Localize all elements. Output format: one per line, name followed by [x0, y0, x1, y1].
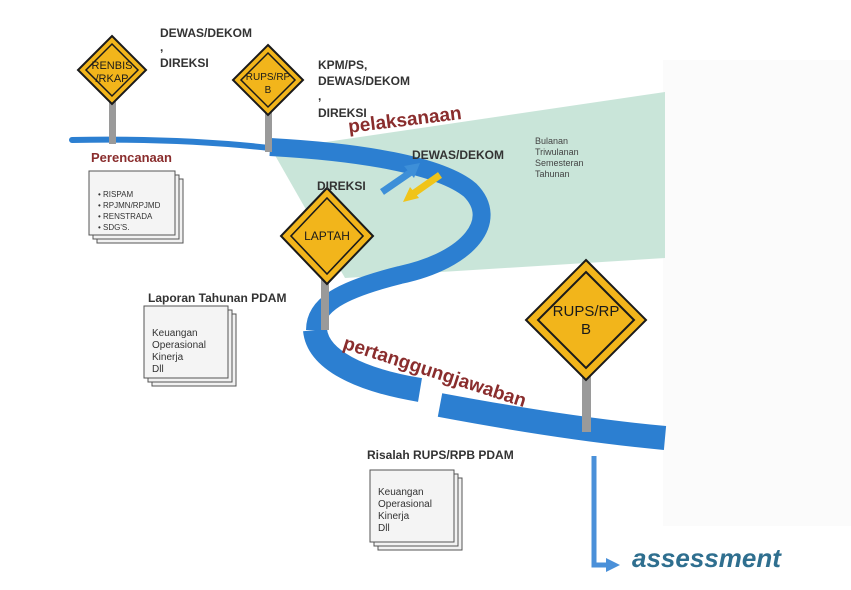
- doc-item: Operasional: [378, 499, 432, 510]
- rups-big-sign-text-1: RUPS/RP: [553, 303, 620, 320]
- river-end: [437, 393, 667, 450]
- laporan-doc-items: Keuangan Operasional Kinerja Dll: [152, 328, 206, 376]
- period-list: Bulanan Triwulanan Semesteran Tahunan: [535, 136, 584, 180]
- assessment-arrow: [591, 456, 620, 572]
- risalah-label: Risalah RUPS/RPB PDAM: [367, 448, 514, 462]
- river-upper: [269, 138, 491, 331]
- laptah-sign: LAPTAH: [279, 186, 375, 286]
- mid-actor-kpm: KPM/PS,: [318, 58, 368, 72]
- river-lower: [303, 327, 423, 402]
- laptah-sign-text: LAPTAH: [304, 229, 350, 243]
- top-actor-direksi: DIREKSI: [160, 56, 209, 70]
- mid-actor-direksi: DIREKSI: [318, 106, 367, 120]
- renbis-sign-text-2: /RKAP: [95, 73, 128, 85]
- doc-item: Dll: [378, 523, 390, 534]
- laporan-docs: [143, 305, 237, 387]
- renbis-sign: RENBIS /RKAP: [76, 34, 148, 106]
- period-item: Tahunan: [535, 169, 570, 179]
- doc-item: Keuangan: [152, 328, 198, 339]
- period-item: Bulanan: [535, 136, 569, 146]
- doc-item: • SDG'S.: [98, 223, 130, 232]
- doc-item: Kinerja: [152, 352, 184, 363]
- rups-big-sign-text-2: B: [581, 321, 591, 338]
- background-panel: [663, 60, 851, 526]
- rups-big-sign: RUPS/RP B: [524, 258, 648, 382]
- doc-item: • RISPAM: [98, 190, 134, 199]
- period-item: Semesteran: [535, 158, 584, 168]
- doc-item: • RENSTRADA: [98, 212, 153, 221]
- doc-item: Dll: [152, 364, 164, 375]
- risalah-docs: [369, 469, 463, 551]
- assessment-label: assessment: [632, 543, 781, 573]
- laptah-post: [321, 275, 329, 330]
- top-actor-dewas: DEWAS/DEKOM: [160, 26, 253, 40]
- risalah-doc-items: Keuangan Operasional Kinerja Dll: [378, 487, 432, 535]
- renbis-post: [109, 100, 116, 144]
- yellow-arrow: [403, 172, 443, 202]
- period-item: Triwulanan: [535, 147, 579, 157]
- rups-big-post: [582, 370, 591, 432]
- perencanaan-docs: [88, 170, 184, 244]
- renbis-sign-text-1: RENBIS: [92, 60, 133, 72]
- doc-item: • RPJMN/RPJMD: [98, 201, 161, 210]
- laporan-label: Laporan Tahunan PDAM: [148, 291, 287, 305]
- perencanaan-doc-items: • RISPAM • RPJMN/RPJMD • RENSTRADA • SDG…: [98, 189, 160, 233]
- rups-top-post: [265, 110, 272, 152]
- dewas-dekom-label: DEWAS/DEKOM: [412, 148, 505, 162]
- rups-top-sign: RUPS/RP B: [231, 43, 305, 117]
- rups-top-sign-text-1: RUPS/RP: [246, 72, 291, 83]
- blue-arrow: [380, 163, 420, 195]
- doc-item: Operasional: [152, 340, 206, 351]
- mid-actor-comma: ,: [318, 89, 322, 103]
- doc-item: Kinerja: [378, 511, 410, 522]
- perencanaan-label: Perencanaan: [91, 150, 172, 165]
- doc-item: Keuangan: [378, 487, 424, 498]
- direksi-label: DIREKSI: [317, 179, 366, 193]
- top-actor-comma: ,: [160, 40, 164, 54]
- rups-top-sign-text-2: B: [265, 85, 272, 96]
- river-start: [69, 136, 273, 151]
- mid-actor-dewas: DEWAS/DEKOM: [318, 74, 411, 88]
